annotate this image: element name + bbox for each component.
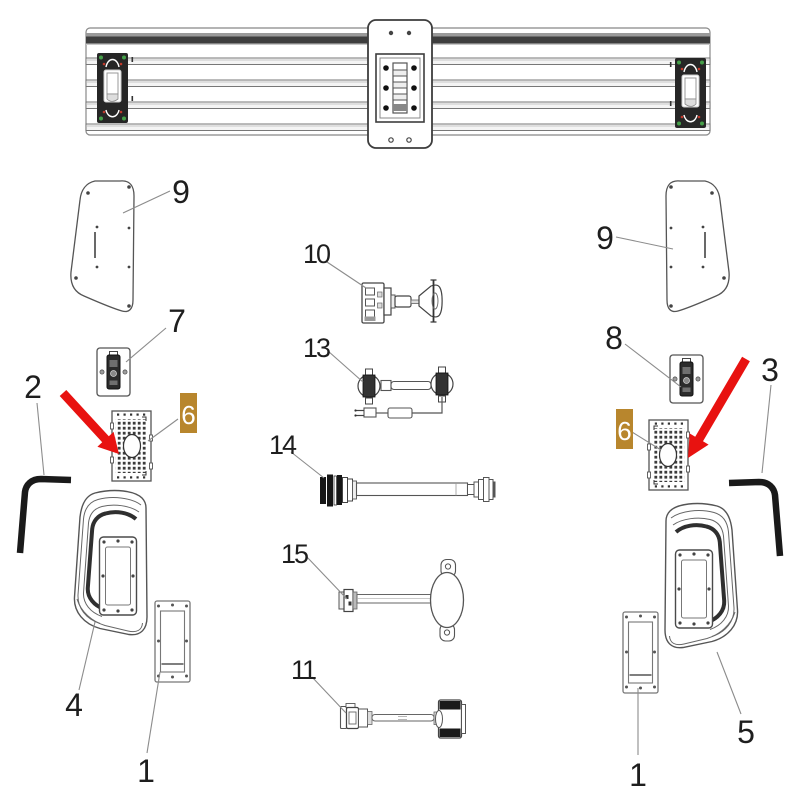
rail-center-mount-plate bbox=[367, 19, 433, 149]
leader-2 bbox=[36, 402, 45, 476]
leader-7 bbox=[125, 327, 167, 363]
part-1-gasket-right bbox=[622, 611, 659, 694]
part-9-side-panel-right bbox=[665, 180, 730, 313]
part-7-connector-plate bbox=[96, 347, 131, 397]
callout-label-1-right: 1 bbox=[629, 757, 647, 793]
leader-8 bbox=[624, 343, 682, 388]
badge-number: 6 bbox=[617, 416, 631, 446]
callout-label-11: 11 bbox=[291, 655, 316, 685]
leader-10 bbox=[326, 261, 367, 289]
callout-label-14: 14 bbox=[269, 430, 297, 460]
highlight-badge-6-left[interactable]: 6 bbox=[180, 393, 197, 433]
red-arrow-left bbox=[59, 390, 119, 454]
callout-label-8: 8 bbox=[605, 320, 623, 356]
part-8-connector-plate bbox=[669, 354, 704, 404]
leader-4 bbox=[78, 621, 96, 691]
leader-6-right bbox=[631, 431, 662, 451]
leader-1-left bbox=[146, 671, 161, 754]
rail-end-clamp-right bbox=[669, 57, 707, 129]
callout-label-10: 10 bbox=[303, 239, 330, 269]
callout-label-4: 4 bbox=[65, 687, 83, 723]
leader-6-left bbox=[147, 418, 179, 442]
callout-label-3: 3 bbox=[761, 352, 779, 388]
badge-number: 6 bbox=[181, 400, 195, 430]
callout-label-9-left: 9 bbox=[172, 174, 190, 210]
leader-9-right bbox=[615, 236, 674, 250]
part-4-end-housing-left bbox=[72, 488, 149, 637]
leader-14 bbox=[290, 451, 325, 479]
leader-lines bbox=[36, 190, 772, 755]
callout-label-15: 15 bbox=[281, 539, 308, 569]
part-3-hex-key-right bbox=[729, 482, 780, 556]
rail-end-clamp-left bbox=[96, 52, 134, 124]
part-1-gasket-left bbox=[154, 600, 191, 683]
callout-label-13: 13 bbox=[303, 333, 330, 363]
part-10-connector-assembly bbox=[361, 279, 443, 324]
part-14-power-cable bbox=[320, 474, 496, 507]
callout-label-7: 7 bbox=[168, 303, 186, 339]
badge-background bbox=[616, 409, 633, 449]
part-15-antenna-rod bbox=[338, 558, 465, 642]
part-6-perforated-plate-right bbox=[646, 419, 691, 491]
part-13-harness-cable bbox=[354, 366, 454, 419]
part-5-end-housing-right bbox=[663, 501, 740, 650]
part-2-hex-key-left bbox=[20, 479, 71, 553]
leader-15 bbox=[305, 555, 348, 600]
crossbar-rail-assembly bbox=[85, 19, 711, 149]
part-11-adapter-cable bbox=[339, 699, 466, 739]
highlight-badge-6-right[interactable]: 6 bbox=[616, 409, 633, 449]
callout-label-2: 2 bbox=[24, 369, 42, 405]
leader-5 bbox=[716, 651, 742, 715]
callout-label-1-left: 1 bbox=[137, 753, 155, 789]
leader-9-left bbox=[122, 190, 171, 214]
leader-13 bbox=[327, 350, 364, 383]
part-9-side-panel-left bbox=[70, 180, 135, 313]
red-arrow-right bbox=[688, 356, 750, 458]
callout-label-9-right: 9 bbox=[596, 220, 614, 256]
callout-label-5: 5 bbox=[737, 714, 755, 750]
leader-11 bbox=[311, 676, 347, 714]
badge-background bbox=[180, 393, 197, 433]
leader-3 bbox=[761, 384, 772, 474]
